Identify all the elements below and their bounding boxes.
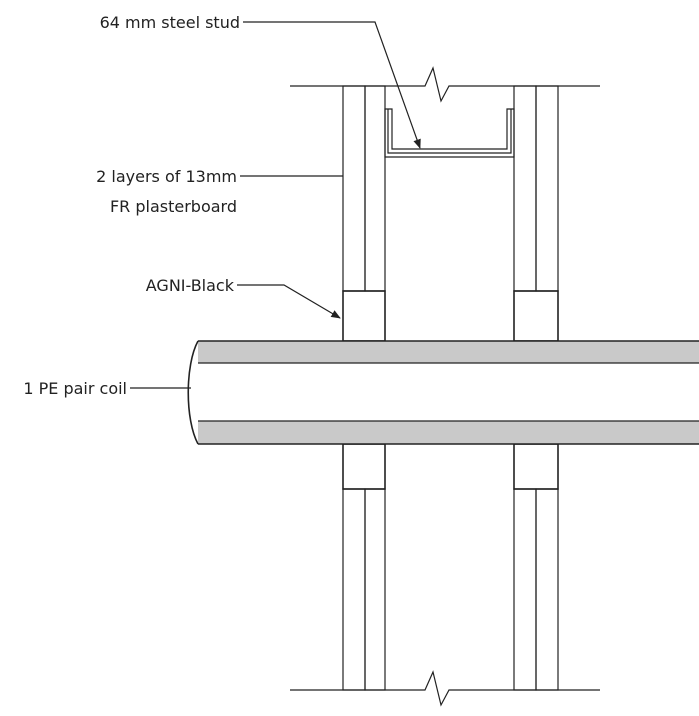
sealant-right-upper — [513, 290, 559, 342]
label-plasterboard-line1: 2 layers of 13mm — [96, 167, 237, 186]
sealant-left-upper — [342, 290, 386, 342]
leader-steel-stud — [243, 21, 421, 149]
left-wall-lower-plasterboard — [342, 488, 386, 691]
right-wall-upper-plasterboard — [513, 85, 559, 292]
leader-agni-black — [237, 284, 341, 319]
label-plasterboard-line2: FR plasterboard — [110, 197, 237, 216]
sealant-left-lower — [342, 443, 386, 490]
pipe — [187, 340, 699, 445]
right-wall-lower-plasterboard — [513, 488, 559, 691]
steel-stud — [384, 108, 515, 158]
label-steel-stud: 64 mm steel stud — [100, 13, 240, 32]
label-pipe: 1 PE pair coil — [23, 379, 127, 398]
bottom-break-line — [290, 670, 600, 707]
sealant-right-lower — [513, 443, 559, 490]
top-break-line — [290, 66, 600, 103]
left-wall-upper-plasterboard — [342, 85, 386, 292]
label-agni-black: AGNI-Black — [146, 276, 235, 295]
